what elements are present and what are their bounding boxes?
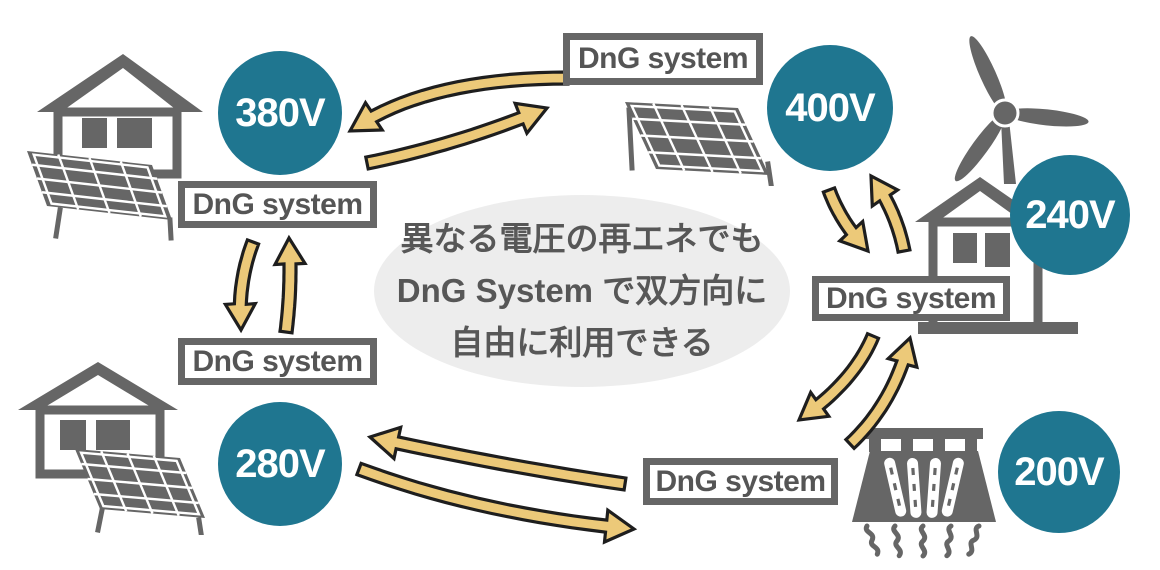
voltage-badge-280v: 280V — [218, 402, 342, 526]
curved-arrow-icon — [821, 185, 871, 254]
dng-system-box-bottom-right: DnG system — [643, 458, 838, 505]
curved-arrow-icon — [363, 101, 550, 171]
center-caption-bubble: 異なる電圧の再エネでも DnG System で双方向に 自由に利用できる — [374, 195, 790, 387]
dng-system-box-top-left: DnG system — [178, 181, 377, 228]
caption-line-3: 自由に利用できる — [450, 324, 714, 362]
curved-arrow-icon — [796, 331, 881, 422]
solar-panel-icon — [18, 142, 198, 242]
voltage-label: 240V — [1025, 192, 1115, 237]
hydro-dam-icon — [852, 428, 996, 559]
curved-arrow-icon — [366, 424, 628, 492]
dng-system-box-label: DnG system — [192, 344, 363, 378]
voltage-label: 280V — [235, 441, 325, 486]
solar-panel-icon — [66, 440, 221, 535]
voltage-label: 200V — [1014, 449, 1104, 494]
wind-turbine-icon — [954, 36, 1089, 184]
curved-arrow-icon — [222, 237, 261, 334]
curved-arrow-icon — [354, 461, 638, 545]
voltage-badge-400v: 400V — [767, 45, 893, 171]
dng-system-box-label: DnG system — [192, 187, 363, 221]
voltage-badge-240v: 240V — [1010, 155, 1130, 275]
dng-system-box-right: DnG system — [812, 276, 1010, 321]
voltage-label: 380V — [235, 90, 325, 135]
dng-system-box-label: DnG system — [825, 281, 997, 315]
curved-arrow-icon — [869, 173, 912, 254]
caption-line-1: 異なる電圧の再エネでも — [400, 219, 764, 257]
voltage-label: 400V — [785, 85, 875, 130]
voltage-badge-380v: 380V — [218, 51, 342, 175]
dng-system-box-top-center: DnG system — [563, 33, 763, 85]
voltage-badge-200v: 200V — [998, 411, 1120, 533]
dng-system-box-label: DnG system — [577, 42, 749, 75]
dng-system-box-bottom-left: DnG system — [178, 338, 377, 385]
curved-arrow-icon — [272, 234, 308, 335]
dng-system-box-label: DnG system — [655, 464, 826, 498]
curved-arrow-icon — [347, 70, 570, 133]
caption-line-2: DnG System で双方向に — [396, 271, 768, 309]
curved-arrow-icon — [843, 334, 920, 451]
solar-panel-icon — [610, 86, 788, 186]
